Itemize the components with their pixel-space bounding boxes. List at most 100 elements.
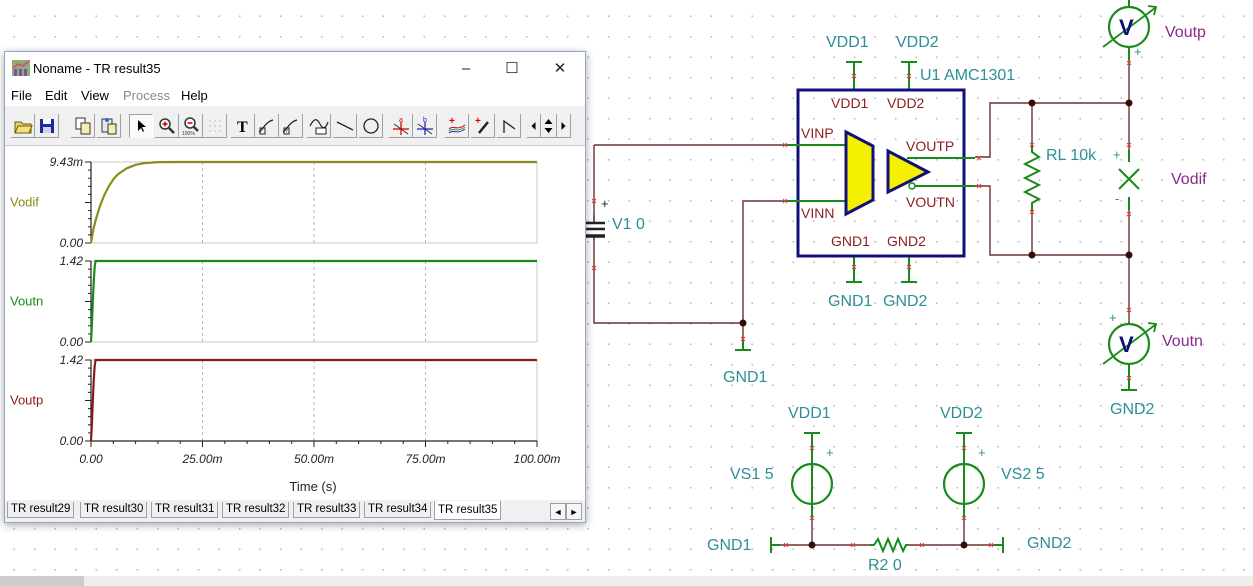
modulator-shape	[844, 129, 875, 217]
gnd2-node-label: GND2	[883, 293, 928, 310]
cursor-a-icon: a	[392, 117, 409, 135]
annotate-graph-button[interactable]	[307, 114, 331, 138]
junctions	[739, 99, 1133, 549]
menu-process[interactable]: Process	[123, 88, 170, 103]
pin-vdd1: VDD1	[831, 95, 869, 111]
tab-tr-result29[interactable]: TR result29	[7, 502, 75, 518]
voutp-voltmeter[interactable]: V	[1102, 0, 1158, 60]
scroll-left-button[interactable]	[527, 114, 541, 138]
vodif-minus: -	[1115, 191, 1119, 206]
menu-view[interactable]: View	[81, 88, 109, 103]
ground-symbol-v1	[735, 338, 751, 351]
add-curve-button[interactable]: +	[445, 114, 469, 138]
u1-amc1301[interactable]	[787, 88, 975, 258]
vdd2-node-label: VDD2	[896, 34, 939, 51]
open-button[interactable]	[11, 114, 35, 138]
graph-annotation-icon	[308, 118, 329, 134]
tab-tr-result30[interactable]: TR result30	[80, 502, 148, 518]
tab-scroll-right[interactable]: ►	[566, 503, 582, 520]
line-icon	[336, 120, 353, 131]
polyline-icon	[502, 119, 515, 133]
v1-battery[interactable]	[584, 215, 605, 240]
pin-gnd1: GND1	[831, 233, 870, 249]
pin-vinp: VINP	[801, 125, 834, 141]
voutn-voltmeter[interactable]: V	[1102, 322, 1158, 391]
curve-label-icon: ?	[282, 118, 297, 135]
vs1-source[interactable]	[790, 432, 834, 517]
signal-label-vodif: Vodif	[10, 195, 39, 210]
vs1-node-label: VDD1	[788, 405, 831, 422]
add-probe-button[interactable]: +	[471, 114, 495, 138]
minimize-button[interactable]: –	[461, 59, 471, 77]
tab-tr-result32[interactable]: TR result32	[222, 502, 290, 518]
svg-text:b: b	[423, 117, 427, 124]
svg-text:?: ?	[285, 129, 288, 135]
result-tab-bar: TR result29 TR result30 TR result31 TR r…	[5, 501, 585, 521]
amplifier-triangle	[886, 148, 932, 195]
horizontal-scrollbar[interactable]	[0, 576, 1253, 586]
y-tick-label-min: 0.00	[60, 236, 84, 250]
x-tick-label: 0.00	[79, 452, 103, 466]
tab-tr-result31[interactable]: TR result31	[151, 502, 219, 518]
cursor-b-button[interactable]: b	[413, 114, 437, 138]
signal-label-voutn: Voutn	[10, 294, 43, 309]
tab-tr-result33[interactable]: TR result33	[293, 502, 361, 518]
circle-tool-button[interactable]	[359, 114, 383, 138]
marker-2-button[interactable]: ?	[279, 114, 303, 138]
line-tool-button[interactable]	[333, 114, 357, 138]
rl-resistor[interactable]	[1022, 145, 1042, 210]
maximize-button[interactable]: ☐	[505, 60, 519, 77]
select-tool-button[interactable]	[129, 114, 153, 138]
polyline-button[interactable]	[497, 114, 521, 138]
scroll-updown-button[interactable]	[541, 114, 557, 138]
transient-chart[interactable]: 9.43m0.00Vodif1.420.00Voutn1.420.00Voutp…	[5, 146, 585, 500]
vs2-source[interactable]	[942, 432, 986, 517]
vdd1-node-label: VDD1	[826, 34, 869, 51]
grid-button[interactable]	[203, 114, 227, 138]
r2-label[interactable]: R2 0	[868, 557, 902, 574]
marker-1-button[interactable]	[255, 114, 279, 138]
title-bar[interactable]: Noname - TR result35 – ☐ ✕	[5, 52, 585, 84]
toolbar: 100% T ? a b + +	[5, 110, 585, 142]
menu-help[interactable]: Help	[181, 88, 208, 103]
zoom-out-100-icon: 100%	[182, 116, 199, 136]
cursor-a-button[interactable]: a	[389, 114, 413, 138]
scroll-right-button[interactable]	[557, 114, 571, 138]
vodif-label: Vodif	[1171, 171, 1207, 188]
zoom-in-button[interactable]	[155, 114, 179, 138]
gnd1-label-v1: GND1	[723, 369, 768, 386]
vs1-label[interactable]: VS1 5	[730, 466, 774, 483]
zoom-100-button[interactable]: 100%	[179, 114, 203, 138]
save-button[interactable]	[35, 114, 59, 138]
vodif-meter[interactable]	[1118, 150, 1140, 210]
vs2-plus: +	[978, 445, 986, 460]
close-button[interactable]: ✕	[553, 60, 567, 77]
voltmeter-v-glyph: V	[1119, 15, 1134, 40]
tr-result-window[interactable]: Noname - TR result35 – ☐ ✕ File Edit Vie…	[4, 51, 586, 523]
v1-plus-sign: +	[601, 196, 609, 211]
text-t-icon: T	[237, 119, 248, 136]
text-tool-button[interactable]: T	[231, 114, 255, 138]
vs2-label[interactable]: VS2 5	[1001, 466, 1045, 483]
scrollbar-thumb[interactable]	[0, 576, 84, 586]
copy-button[interactable]	[71, 114, 95, 138]
x-tick-label: 50.00m	[294, 452, 334, 466]
tab-tr-result34[interactable]: TR result34	[364, 502, 432, 518]
y-tick-label-max: 1.42	[60, 254, 84, 268]
voltmeter-v-glyph: V	[1119, 332, 1134, 357]
circle-icon	[362, 117, 379, 134]
menu-bar: File Edit View Process Help	[5, 84, 585, 106]
tab-tr-result35[interactable]: TR result35	[434, 501, 502, 520]
menu-file[interactable]: File	[11, 88, 32, 103]
rl-label[interactable]: RL 10k	[1046, 147, 1097, 164]
paste-button[interactable]	[97, 114, 121, 138]
menu-edit[interactable]: Edit	[45, 88, 68, 103]
vs2-node-label: VDD2	[940, 405, 983, 422]
voutn-meter-plus: +	[1109, 310, 1117, 325]
u1-label[interactable]: U1 AMC1301	[920, 67, 1015, 84]
v1-label[interactable]: V1 0	[612, 216, 645, 233]
tab-scroll-left[interactable]: ◄	[550, 503, 566, 520]
r2-resistor[interactable]	[870, 536, 908, 554]
